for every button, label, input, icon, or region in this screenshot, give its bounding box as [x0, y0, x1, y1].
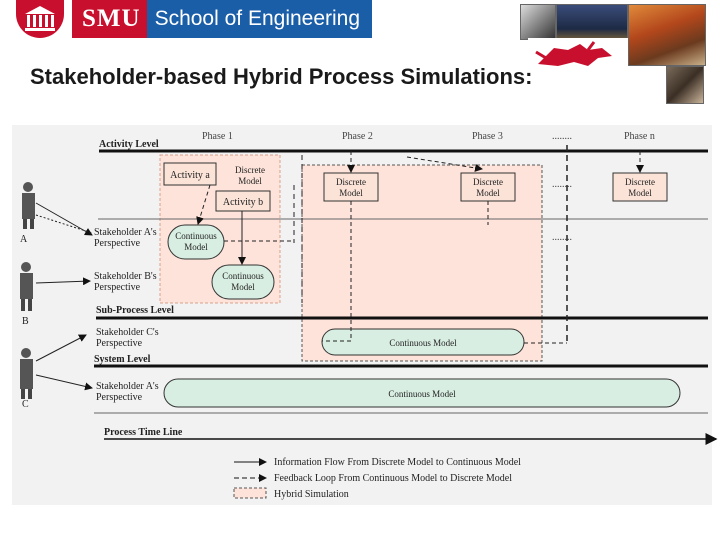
stakeholder-a-perspective-line1: Stakeholder A's — [94, 227, 157, 238]
system-perspective-line2: Perspective — [96, 392, 143, 403]
page-title: Stakeholder-based Hybrid Process Simulat… — [30, 64, 533, 89]
autumn-photo — [628, 4, 706, 66]
school-logo: SMU School of Engineering — [72, 0, 372, 38]
continuous-model-subprocess-label: Continuous Model — [389, 338, 457, 348]
smu-seal-logo — [16, 0, 64, 38]
stakeholder-c-arrow — [35, 334, 87, 362]
discrete-model-2-line1: Discrete — [336, 177, 366, 187]
continuous-model-a-line1: Continuous — [175, 231, 217, 241]
logo-smu-text: SMU — [72, 0, 147, 38]
phase-label-n: Phase n — [624, 131, 655, 142]
discrete-model-1-line2: Model — [238, 176, 262, 186]
stakeholder-c-perspective-line2: Perspective — [96, 338, 143, 349]
stakeholder-b-arrow — [35, 277, 91, 286]
continuous-model-b — [211, 264, 275, 300]
activity-b-box — [215, 190, 271, 212]
stakeholder-b-perspective-line1: Stakeholder B's — [94, 271, 157, 282]
campus-photo — [556, 4, 628, 40]
discrete-model-phase-n — [612, 172, 668, 202]
hand-photo — [666, 66, 704, 104]
phase-label-1: Phase 1 — [202, 131, 233, 142]
mustang-logo — [528, 38, 628, 72]
phase-label-2: Phase 2 — [342, 131, 373, 142]
phase-label-3: Phase 3 — [472, 131, 503, 142]
continuous-model-system — [163, 378, 681, 408]
discrete-model-n-line1: Discrete — [625, 177, 655, 187]
phase-label-dots: ........ — [552, 131, 572, 142]
activity-a-box — [163, 162, 217, 186]
stakeholder-a-arrow-aux — [35, 214, 93, 234]
stakeholder-c-letter: C — [22, 399, 29, 410]
discrete-model-2-line2: Model — [339, 188, 363, 198]
stakeholder-b-perspective-line2: Perspective — [94, 282, 141, 293]
stakeholder-a-letter: A — [20, 234, 28, 245]
activity-a-label: Activity a — [170, 170, 210, 181]
system-level-label: System Level — [94, 354, 151, 365]
stakeholder-b-letter: B — [22, 316, 29, 327]
legend-hybrid-symbol — [233, 487, 267, 499]
discrete-model-3-line2: Model — [476, 188, 500, 198]
hybrid-process-diagram: Phase 1 Phase 2 Phase 3 ........ Phase n… — [12, 125, 718, 505]
continuous-model-a — [167, 224, 225, 260]
dots-row-2: ........ — [552, 232, 572, 243]
legend-feedback-label: Feedback Loop From Continuous Model to D… — [274, 473, 512, 484]
continuous-model-a-line2: Model — [184, 242, 208, 252]
discrete-model-3-line1: Discrete — [473, 177, 503, 187]
legend-info-flow-label: Information Flow From Discrete Model to … — [274, 457, 521, 468]
stakeholder-b-figure — [20, 262, 33, 311]
timeline-label: Process Time Line — [104, 427, 183, 438]
discrete-to-continuous-flow-2 — [322, 201, 352, 342]
subprocess-level-label: Sub-Process Level — [96, 305, 174, 316]
portrait-photo — [520, 4, 556, 40]
activity-level-label: Activity Level — [99, 139, 159, 150]
phase3-feed-arrow — [406, 156, 483, 172]
legend-hybrid-label: Hybrid Simulation — [274, 489, 349, 500]
continuous-model-system-label: Continuous Model — [388, 389, 456, 399]
discrete-model-n-line2: Model — [628, 188, 652, 198]
logo-school-text: School of Engineering — [154, 7, 361, 30]
continuous-model-b-line2: Model — [231, 282, 255, 292]
dots-row-1: ........ — [552, 179, 572, 190]
stakeholder-c-figure — [20, 348, 33, 399]
system-perspective-line1: Stakeholder A's — [96, 381, 159, 392]
stakeholder-a-perspective-line2: Perspective — [94, 238, 141, 249]
stakeholder-a-figure — [22, 182, 35, 229]
continuous-model-subprocess — [321, 328, 525, 356]
continuous-model-b-line1: Continuous — [222, 271, 264, 281]
header: SMU School of Engineering — [0, 0, 720, 104]
activity-b-label: Activity b — [223, 197, 263, 208]
discrete-model-1-line1: Discrete — [235, 165, 265, 175]
stakeholder-c-perspective-line1: Stakeholder C's — [96, 327, 159, 338]
stakeholder-c-arrow-system — [35, 374, 93, 391]
